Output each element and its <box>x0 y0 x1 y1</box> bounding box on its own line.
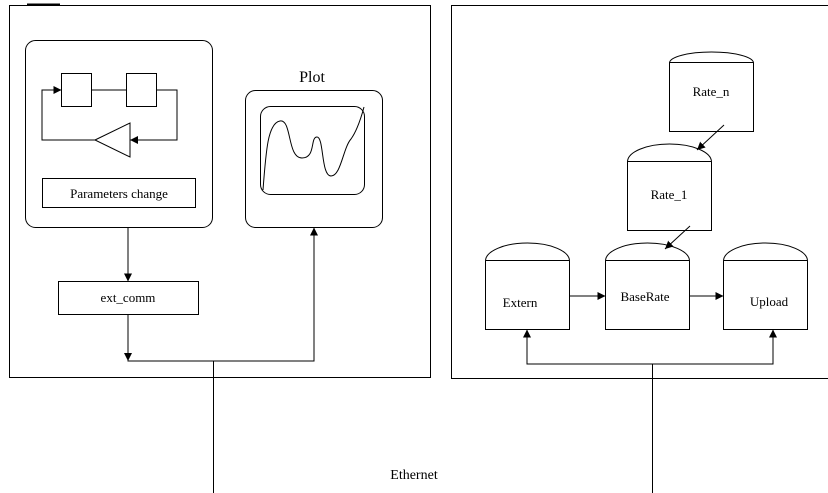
parameters-change-box <box>42 178 196 208</box>
model-subblock-1 <box>61 73 92 107</box>
parameters-change-label: Parameters change <box>70 186 168 201</box>
gain-triangle <box>93 122 131 158</box>
model-feedback-to-gain <box>130 89 178 144</box>
model-feedback-to-input <box>41 86 95 141</box>
plot-screen <box>260 106 365 195</box>
ethernet-label: Ethernet <box>390 468 438 483</box>
right-host-frame <box>451 5 828 379</box>
ext-comm-label: ext_comm <box>101 290 156 305</box>
left-host-frame <box>9 5 431 378</box>
base-rate-cylinder <box>605 242 690 330</box>
rate-1-label: Rate_1 <box>651 187 688 202</box>
base-rate-label: BaseRate <box>620 289 669 304</box>
rate-n-label: Rate_n <box>693 84 730 99</box>
rate-n-to-rate-1-arrow <box>696 124 725 151</box>
bus-to-extern-and-upload <box>523 329 777 365</box>
upload-label: Upload <box>750 294 789 309</box>
rate-1-to-base-rate-arrow <box>664 225 691 250</box>
rate-n-cylinder <box>669 51 754 132</box>
comm-to-plot-path <box>127 227 318 362</box>
rate-1-cylinder <box>627 143 712 231</box>
model-subblock-2 <box>126 73 157 107</box>
model-block <box>25 40 213 228</box>
extern-cylinder <box>485 242 570 330</box>
extern-label: Extern <box>503 295 538 310</box>
upload-cylinder <box>723 242 808 330</box>
plot-title: Plot <box>299 69 325 86</box>
plot-curve <box>262 106 365 191</box>
